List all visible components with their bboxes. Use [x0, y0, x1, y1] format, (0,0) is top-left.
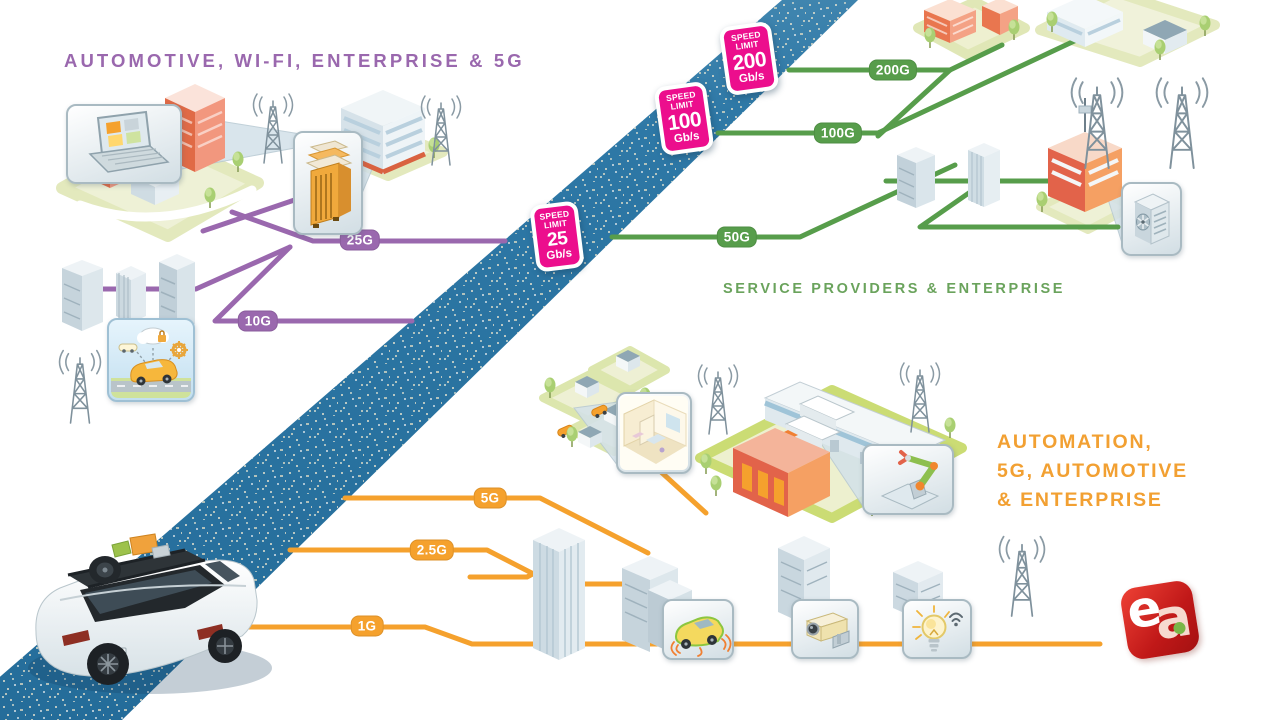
cell-tower-icon	[1155, 77, 1209, 169]
title-orange-line2: 5G, AUTOMOTIVE	[997, 460, 1188, 482]
car-with-sensors-icon	[670, 616, 732, 657]
speed-badge-200g: 200G	[868, 59, 918, 81]
server-rack-callout	[293, 131, 363, 235]
title-automation-5g-automotive: AUTOMATION, 5G, AUTOMOTIVE & ENTERPRISE	[997, 428, 1227, 515]
speed-badge-5g: 5G	[473, 487, 507, 509]
title-automotive-wifi-enterprise-5g: AUTOMOTIVE, WI-FI, ENTERPRISE & 5G	[64, 50, 525, 71]
speed-limit-sign-100: SPEED LIMIT 100 Gb/s	[653, 80, 715, 157]
hvac-unit-icon	[1133, 193, 1171, 245]
ea-logo-square: e a	[1118, 578, 1202, 662]
cell-tower-icon	[697, 364, 739, 435]
suv-car-illustration	[28, 533, 272, 694]
robot-arm-icon	[880, 450, 940, 510]
connected-car-icon	[111, 327, 191, 398]
speed-badge-2-5g: 2.5G	[409, 539, 455, 561]
smart-home-callout	[616, 392, 692, 474]
speed-badge-50g: 50G	[716, 226, 758, 248]
speed-badge-1g: 1G	[350, 615, 384, 637]
cell-tower-icon	[998, 535, 1046, 617]
smart-bulb-wifi-icon	[912, 605, 963, 652]
speed-limit-sign-200: SPEED LIMIT 200 Gb/s	[718, 20, 780, 97]
title-orange-line1: AUTOMATION,	[997, 431, 1153, 453]
robot-arm-callout	[862, 444, 954, 515]
service-provider-buildings	[897, 98, 1135, 213]
cctv-camera-icon	[805, 612, 850, 649]
laptop-callout	[66, 104, 182, 184]
speed-badge-10g: 10G	[237, 310, 279, 332]
ethernet-alliance-logo: e a	[1118, 578, 1208, 662]
ethernet-highway-road	[0, 0, 858, 720]
title-service-providers-enterprise: SERVICE PROVIDERS & ENTERPRISE	[723, 281, 1066, 297]
car-sensors-callout	[662, 599, 734, 660]
speed-limit-sign-25: SPEED LIMIT 25 Gb/s	[529, 200, 585, 273]
speed-badge-100g: 100G	[813, 122, 863, 144]
smart-bulb-callout	[902, 599, 972, 659]
city-buildings	[533, 528, 943, 660]
smart-home-cutaway-icon	[620, 396, 688, 470]
camera-callout	[791, 599, 859, 659]
hvac-callout	[1121, 182, 1182, 256]
data-center-towers	[62, 254, 195, 332]
modern-campus-buildings	[1045, 0, 1212, 61]
brick-campus-buildings	[923, 0, 1021, 49]
orange-network-lines	[234, 458, 1103, 647]
connected-car-callout	[107, 318, 195, 402]
server-rack-icon	[305, 140, 353, 228]
ea-logo-letter-a: a	[1150, 584, 1197, 653]
laptop-icon	[88, 110, 170, 173]
title-orange-line3: & ENTERPRISE	[997, 489, 1163, 511]
cell-tower-icon	[58, 349, 102, 424]
